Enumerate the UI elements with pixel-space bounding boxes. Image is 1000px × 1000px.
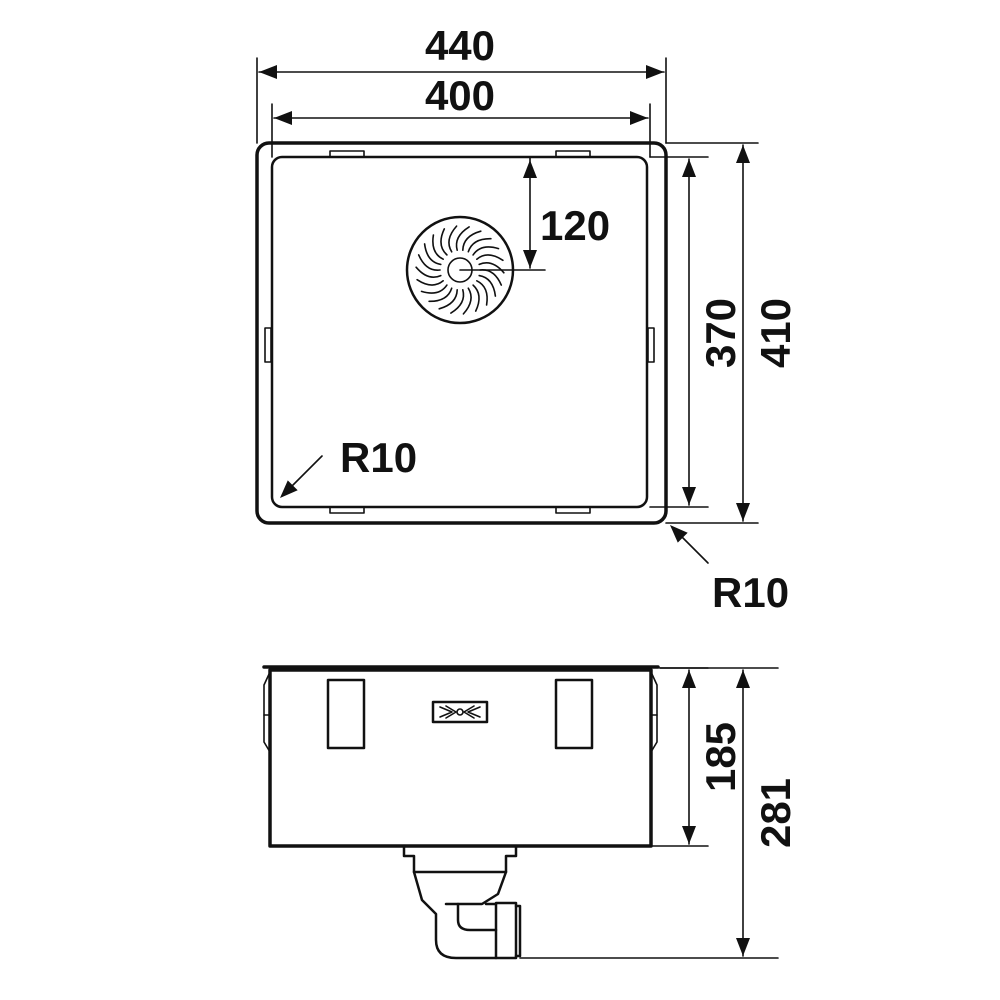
side-mounting-clips	[263, 671, 658, 753]
strainer-slot	[417, 254, 441, 271]
drain-trap-icon	[396, 844, 524, 960]
strainer-slot	[416, 278, 444, 286]
dim-overall-width: 440	[256, 22, 667, 144]
strainer-slot	[472, 284, 480, 312]
dim-overall-depth: 410	[665, 142, 799, 524]
dim-bowl-depth: 185	[650, 667, 744, 847]
bracket-left	[326, 678, 366, 750]
dim-inner-corner-radius-label: R10	[340, 434, 417, 481]
strainer-slot	[462, 230, 482, 251]
dim-bowl-depth-label: 185	[697, 722, 744, 792]
dim-overall-height-label: 281	[752, 778, 799, 848]
dim-inner-width: 400	[271, 72, 651, 158]
strainer-slot	[462, 287, 472, 315]
dim-overall-width-label: 440	[425, 22, 495, 69]
strainer-slot	[423, 243, 442, 266]
side-view: 185 281	[262, 665, 799, 960]
strainer-slot	[428, 287, 453, 303]
dim-overall-depth-label: 410	[752, 298, 799, 368]
strainer-slot	[476, 254, 504, 262]
overflow-slot-icon	[431, 700, 489, 724]
top-view: 440 400 120 370	[255, 22, 799, 616]
strainer-slot	[478, 274, 497, 297]
dim-outer-corner-radius: R10	[665, 520, 789, 616]
strainer-slot	[432, 234, 444, 260]
dim-overall-height: 281	[519, 667, 799, 959]
strainer-slot	[478, 262, 505, 274]
dim-inner-depth-label: 370	[697, 298, 744, 368]
dim-drain-offset-label: 120	[540, 202, 610, 249]
strainer-slot	[450, 289, 465, 314]
strainer-slot	[476, 280, 488, 306]
strainer-slot	[472, 246, 500, 256]
strainer-slot	[440, 228, 448, 256]
strainer-slot	[455, 226, 470, 251]
strainer-slot	[467, 237, 492, 253]
mounting-clips	[264, 150, 655, 514]
strainer-slot	[438, 289, 458, 310]
dim-inner-depth: 370	[649, 156, 744, 508]
sink-inner-bowl-outline	[270, 155, 649, 509]
dim-inner-width-label: 400	[425, 72, 495, 119]
dim-inner-corner-radius: R10	[275, 434, 417, 503]
dim-outer-corner-radius-label: R10	[712, 569, 789, 616]
dim-drain-offset: 120	[459, 157, 610, 271]
strainer-slot	[448, 225, 458, 253]
strainer-slot	[420, 284, 448, 294]
bracket-right	[554, 678, 594, 750]
sink-outer-outline	[255, 141, 668, 525]
strainer-slot	[415, 266, 442, 278]
